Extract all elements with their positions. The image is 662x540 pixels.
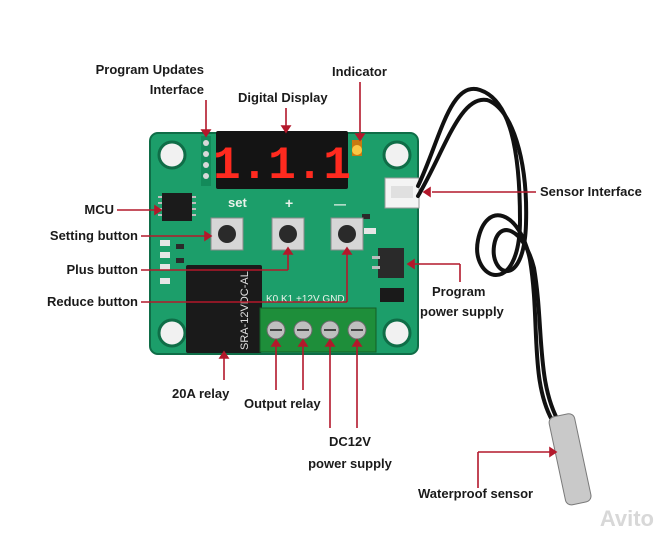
label-20a-relay: 20A relay	[172, 386, 230, 401]
reduce-button	[330, 217, 364, 251]
indicator-led	[352, 140, 362, 156]
label-program-power-supply: power supply	[420, 304, 504, 319]
mcu-chip	[158, 193, 196, 221]
relay-20a: SRA-12VDC-AL	[186, 265, 262, 353]
mount-hole-icon	[382, 140, 412, 170]
mount-hole-icon	[382, 318, 412, 348]
sensor-connector	[384, 177, 420, 209]
label-plus-button: Plus button	[66, 262, 139, 277]
plus-silk-label: +	[285, 195, 293, 211]
set-silk-label: set	[228, 195, 247, 210]
label-output-relay: Output relay	[244, 396, 321, 411]
label-dc12v: DC12V	[329, 434, 371, 449]
label-digital-display: Digital Display	[238, 90, 328, 105]
label-program-updates: Program Updates	[95, 62, 204, 77]
label-program-power: Program	[432, 284, 486, 299]
waterproof-sensor-probe	[548, 413, 592, 506]
program-update-pins	[201, 136, 211, 186]
label-waterproof-sensor: Waterproof sensor	[418, 486, 534, 501]
setting-button	[210, 217, 244, 251]
mount-hole-icon	[157, 318, 187, 348]
plus-button	[271, 217, 305, 251]
label-reduce-button: Reduce button	[47, 294, 138, 309]
sensor-cable	[416, 86, 562, 426]
minus-silk-label: —	[334, 197, 346, 211]
mount-hole-icon	[157, 140, 187, 170]
digital-display: 1.1.1	[213, 131, 351, 192]
smd-components	[160, 214, 376, 284]
label-program-updates-interface: Interface	[149, 82, 204, 97]
label-sensor-interface: Sensor Interface	[540, 184, 642, 199]
leader-lines	[117, 82, 558, 488]
terminal-silk-label: K0 K1 +12V GND	[266, 294, 345, 305]
display-digits: 1.1.1	[213, 140, 351, 192]
label-dc12v-power-supply: power supply	[308, 456, 392, 471]
label-mcu: MCU	[84, 202, 114, 217]
label-setting-button: Setting button	[49, 228, 138, 243]
label-indicator: Indicator	[332, 64, 387, 79]
watermark-logo: Avito	[599, 506, 654, 531]
relay-text: SRA-12VDC-AL	[239, 271, 251, 350]
power-regulator	[372, 248, 404, 302]
